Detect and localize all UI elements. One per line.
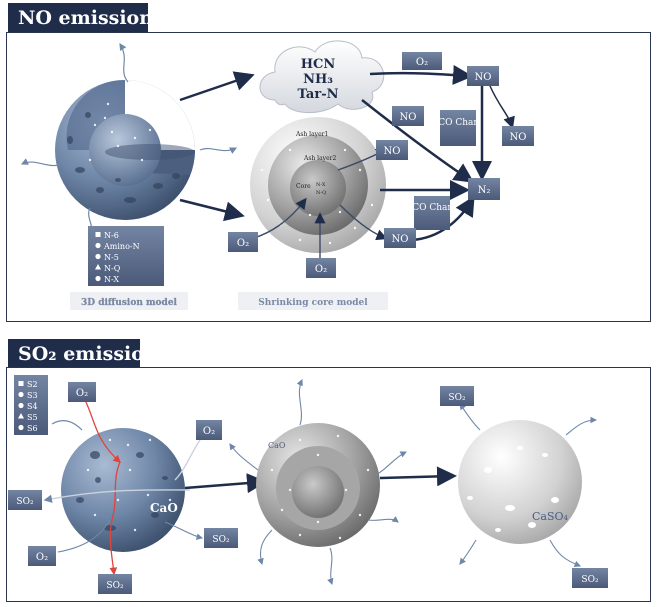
so2-label-so2-left: SO₂ [8,490,42,510]
no-legend-entry-label: N-6 [104,231,119,240]
so2-legend-entry-symbol-circle-icon [18,391,24,398]
no-legend-entry-symbol-square-icon [95,232,101,237]
no-legend-entry-label: N-X [104,275,119,284]
so2-legend-entry-symbol-triangle-icon [18,413,24,419]
svg-text:NO: NO [510,132,527,143]
svg-text:CO Char: CO Char [438,118,478,128]
caso4-label: CaSO₄ [532,510,569,523]
so2-legend-entry-symbol-circle-icon [18,424,24,431]
cloud-line-hcn: HCN [301,57,336,72]
no-legend-entry-label: Amino-N [103,242,140,251]
so2-legend-entry-symbol-square-icon [18,381,24,386]
core-species-nx: N-X [316,182,326,188]
no-label-co-char-a: CO Char [438,110,478,146]
so2-legend-entry-label: S2 [27,380,38,389]
co-char-b-text: CO Char [412,203,452,213]
so2-label-o2-mid: O₂ [196,420,222,440]
no-legend-entry-label: N-5 [104,253,119,262]
core-species-nq: N-Q [316,190,326,196]
no-label-no-bottom: NO [384,228,416,248]
svg-text:O₂: O₂ [36,552,48,563]
so2-legend-entry-label: S5 [27,413,38,422]
caption-3d-diffusion: 3D diffusion model [70,292,188,310]
cloud-line-tarn: Tar-N [298,87,339,102]
no-legend-entry-symbol-circle-icon [95,275,101,282]
so2-label-so2-bottom: SO₂ [98,574,132,594]
svg-text:3D diffusion model: 3D diffusion model [81,298,178,308]
so2-label-so2-topright: SO₂ [440,386,474,406]
no-label-o2-left: O₂ [228,232,258,252]
no-legend-entry-symbol-circle-icon [95,253,101,260]
no-legend-entry-label: N-Q [104,264,121,273]
co-char-a-text: CO Char [438,118,478,128]
no-label-no-sphere: NO [376,140,408,160]
ash-layer-1-label: Ash layer1 [295,131,328,138]
svg-text:SO₂: SO₂ [212,535,230,545]
svg-text:Shrinking core model: Shrinking core model [258,298,368,308]
so2-legend-entry-symbol-circle-icon [18,402,24,409]
so2-legend-entry-label: S3 [27,391,38,400]
so2-label-o2-topleft: O₂ [68,382,96,402]
so2-legend-entry-label: S4 [27,402,38,411]
svg-text:O₂: O₂ [416,57,428,68]
svg-text:O₂: O₂ [203,426,215,437]
no-legend-entry-symbol-triangle-icon [95,264,101,270]
ash-layer-2-label: Ash layer2 [303,155,336,162]
svg-text:SO₂: SO₂ [581,575,599,585]
caso4-sphere: CaSO₄ [458,403,598,568]
no-label-no-top: NO [467,66,499,86]
svg-text:CO Char: CO Char [412,203,452,213]
svg-text:SO₂: SO₂ [106,581,124,591]
svg-text:O₂: O₂ [76,388,88,399]
no-label-n2: N₂ [468,178,500,200]
no-label-o2-bottom: O₂ [306,258,336,278]
svg-text:NO: NO [400,112,417,123]
no-legend-entry-symbol-circle-icon [95,242,101,249]
shrinking-core-sphere: Ash layer1 Ash layer2 Core N-X N-Q [250,117,386,253]
no-label-co-char-b: CO Char [412,196,452,230]
so2-label-o2-bottomleft: O₂ [28,546,56,566]
svg-text:N₂: N₂ [478,185,491,196]
svg-text:NO: NO [392,234,409,245]
svg-text:NO: NO [384,146,401,157]
cao-label: CaO [150,501,178,515]
no-label-no-right: NO [502,126,534,146]
so2-label-so2-bottomright: SO₂ [572,568,608,588]
svg-text:O₂: O₂ [237,238,249,249]
svg-text:SO₂: SO₂ [16,497,34,507]
caption-shrinking-core: Shrinking core model [238,292,388,310]
svg-text:O₂: O₂ [315,264,327,275]
so2-panel-title: SO₂ emission [8,339,158,369]
core-label: Core [296,183,311,190]
no-label-no-mid: NO [392,106,424,126]
cloud-line-nh3: NH₃ [303,72,333,87]
so2-label-so2-right: SO₂ [204,528,238,548]
svg-text:NO: NO [475,72,492,83]
volatile-cloud: HCN NH₃ Tar-N [259,40,385,114]
diffusion-sphere [20,42,238,240]
no-label-o2-top: O₂ [402,52,442,70]
so2-legend-entry-label: S6 [27,424,38,433]
sulfation-sphere: CaO [229,379,407,586]
svg-text:SO₂: SO₂ [448,393,466,403]
no-panel-title: NO emission [8,3,153,33]
cao-small-label: CaO [268,441,286,450]
